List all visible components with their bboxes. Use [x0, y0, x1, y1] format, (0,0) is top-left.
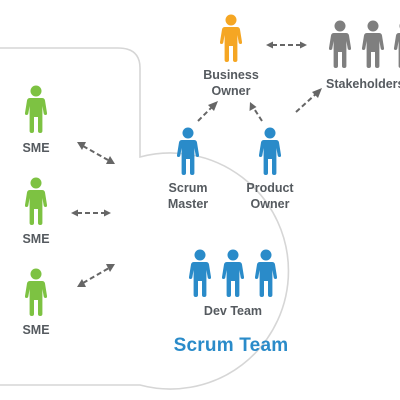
arrowhead: [106, 156, 115, 164]
sme-icon: [24, 177, 48, 225]
scrum-master-icon: [176, 127, 200, 175]
dev-team-member-icon: [188, 249, 212, 297]
arrowhead: [104, 209, 111, 217]
stakeholders-label: Stakeholders: [326, 77, 400, 91]
dev-team-member-icon: [221, 249, 245, 297]
stakeholder-icon: [328, 20, 352, 68]
scrum-master-label: Scrum Master: [167, 181, 209, 211]
sme-label: SME: [22, 323, 50, 337]
scrum-team-outline: [0, 47, 290, 390]
arrowhead: [77, 279, 86, 287]
business-owner-label: Business Owner: [203, 68, 259, 98]
dev-team-member-icon: [254, 249, 278, 297]
arrowhead: [312, 88, 322, 98]
business-owner-icon: [219, 14, 243, 62]
sme-icon: [24, 85, 48, 133]
scrum-team-title: Scrum Team: [173, 335, 289, 356]
arrow-sme-3-team: [82, 267, 110, 284]
arrowhead: [266, 41, 273, 49]
product-owner-label: Product Owner: [246, 181, 294, 211]
arrowhead: [77, 142, 86, 150]
arrow-product-owner-stakeholders: [295, 92, 318, 113]
arrowhead: [106, 264, 115, 272]
stakeholder-icon: [361, 20, 385, 68]
arrow-scrum-master-business-owner: [197, 105, 214, 122]
dev-team-label: Dev Team: [203, 304, 263, 318]
arrowhead: [71, 209, 78, 217]
arrowhead: [300, 41, 307, 49]
sme-icon: [24, 268, 48, 316]
sme-label: SME: [22, 141, 50, 155]
arrow-product-owner-business-owner: [252, 106, 263, 122]
product-owner-icon: [258, 127, 282, 175]
sme-label: SME: [22, 232, 50, 246]
arrow-sme-1-team: [82, 145, 109, 161]
arrowhead: [208, 101, 218, 111]
arrowhead: [249, 102, 257, 111]
stakeholder-icon: [393, 20, 400, 68]
